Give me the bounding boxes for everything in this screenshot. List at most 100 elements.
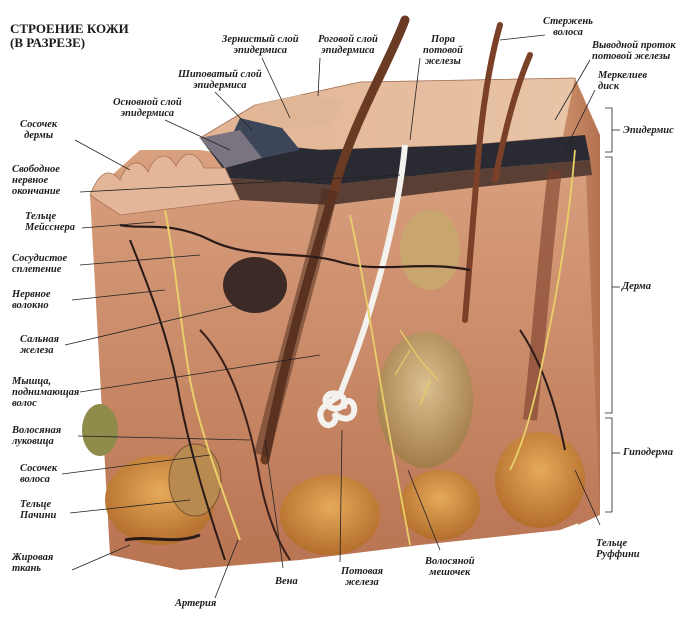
vascular-network [129, 239, 226, 561]
label-line: железа [20, 345, 54, 356]
title-line: СТРОЕНИЕ КОЖИ [10, 21, 129, 36]
label-line: луковица [12, 436, 54, 447]
label-line: Потовая [341, 566, 383, 577]
label-meissner-corpuscle: Тельце Мейсснера [25, 211, 75, 233]
label-line: потовой железы [592, 51, 671, 62]
leader-vascular [79, 254, 201, 266]
artery-vessel [119, 223, 471, 272]
label-line: волокно [12, 300, 49, 311]
label-line: железы [425, 56, 461, 67]
label-basal-layer: Основной слой эпидермиса [113, 97, 182, 119]
label-horny-layer: Роговой слой эпидермиса [318, 34, 378, 56]
label-line: Выводной проток [592, 40, 676, 51]
hair-bulb-gland [82, 404, 118, 456]
label-dermis: Дерма [622, 281, 651, 292]
label-line: Пачини [20, 510, 57, 521]
spinous-step [200, 130, 262, 168]
bracket-hypodermis [605, 417, 613, 513]
label-line: Основной слой [113, 97, 182, 108]
label-line: Нервное [12, 289, 51, 300]
label-line: железа [345, 577, 379, 588]
label-line: Артерия [175, 598, 217, 609]
leader-sweat-gland [339, 429, 343, 563]
leader-nerve [71, 289, 166, 301]
sweat-duct [337, 144, 408, 396]
label-dermal-papilla: Сосочек дермы [20, 119, 57, 141]
epidermis-band [200, 135, 590, 185]
label-line: Тельце [596, 538, 628, 549]
label-nerve-fiber: Нервное волокно [12, 289, 51, 311]
label-line: эпидермиса [120, 108, 174, 119]
leader-sweat-pore [409, 57, 421, 141]
leader-meissner [81, 221, 156, 229]
label-hair-shaft: Стержень волоса [543, 16, 593, 38]
label-line: Зернистый слой [222, 34, 299, 45]
label-line: поднимающая [12, 387, 80, 398]
leader-hair-shaft [499, 34, 546, 41]
label-line: Волосяная [12, 425, 62, 436]
label-line: Меркелиев [598, 70, 648, 81]
leader-fat [71, 544, 131, 571]
label-line: Гиподерма [623, 447, 673, 458]
label-line: Сальная [20, 334, 60, 345]
label-line: нервное [12, 175, 49, 186]
label-hair-follicle: Волосяной мешочек [425, 556, 475, 578]
leader-sebaceous [64, 304, 236, 346]
leader-horny [317, 57, 321, 97]
label-line: Пора [431, 34, 455, 45]
leader-hair-bulb [77, 435, 251, 441]
leader-papilla [74, 139, 131, 171]
basal-layer-band [230, 160, 592, 205]
label-line: эпидермиса [321, 45, 375, 56]
label-hypodermis: Гиподерма [623, 447, 673, 458]
leader-basal [164, 119, 231, 151]
label-line: Шиповатый слой [178, 69, 262, 80]
bracket-dermis [605, 156, 613, 414]
leader-artery [214, 539, 239, 599]
diagram-title: СТРОЕНИЕ КОЖИ (В РАЗРЕЗЕ) [10, 22, 129, 50]
vascular-network [519, 329, 566, 451]
label-artery: Артерия [175, 598, 216, 609]
label-line: мешочек [429, 567, 471, 578]
nerve-fiber [509, 149, 576, 471]
nerve-branch [394, 329, 439, 406]
label-line: Тельце [20, 499, 52, 510]
hair-shaft [492, 52, 533, 183]
label-line: потовой [423, 45, 464, 56]
label-line: Руффини [596, 549, 640, 560]
nerve-fiber [349, 214, 411, 546]
leader-excretory-duct [554, 59, 591, 121]
label-line: Волосяной [425, 556, 475, 567]
vascular-network [124, 533, 201, 542]
label-arrector-muscle: Мышца, поднимающая волос [12, 376, 79, 409]
label-line: Вена [275, 576, 298, 587]
sebaceous-gland [223, 257, 287, 313]
label-line: волоса [20, 474, 50, 485]
label-line: Стержень [543, 16, 593, 27]
label-line: эпидермиса [193, 80, 247, 91]
label-hair-papilla: Сосочек волоса [20, 463, 57, 485]
label-granular-layer: Зернистый слой эпидермиса [222, 34, 299, 56]
horny-step [255, 95, 345, 128]
title-line: (В РАЗРЕЗЕ) [10, 35, 86, 50]
label-excretory-duct: Выводной проток потовой железы [592, 40, 676, 62]
label-line: Сосудистое [12, 253, 68, 264]
pacini-corpuscle [168, 443, 222, 517]
leader-free-nerve [79, 174, 401, 193]
label-line: Сосочек [20, 119, 58, 130]
fat-lobule [280, 475, 380, 555]
label-line: Сосочек [20, 463, 58, 474]
label-sweat-pore: Пора потовой железы [423, 34, 463, 67]
label-line: волос [12, 398, 37, 409]
label-line: Роговой слой [318, 34, 378, 45]
leader-vein [264, 439, 284, 569]
label-vein: Вена [275, 576, 298, 587]
leader-arrector [79, 354, 321, 393]
bracket-epidermis [605, 107, 613, 153]
label-fat-tissue: Жировая ткань [12, 552, 53, 574]
label-line: диск [598, 81, 620, 92]
hair-follicle [254, 188, 338, 457]
label-vascular-plexus: Сосудистое сплетение [12, 253, 67, 275]
label-ruffini-corpuscle: Тельце Руффини [596, 538, 640, 560]
